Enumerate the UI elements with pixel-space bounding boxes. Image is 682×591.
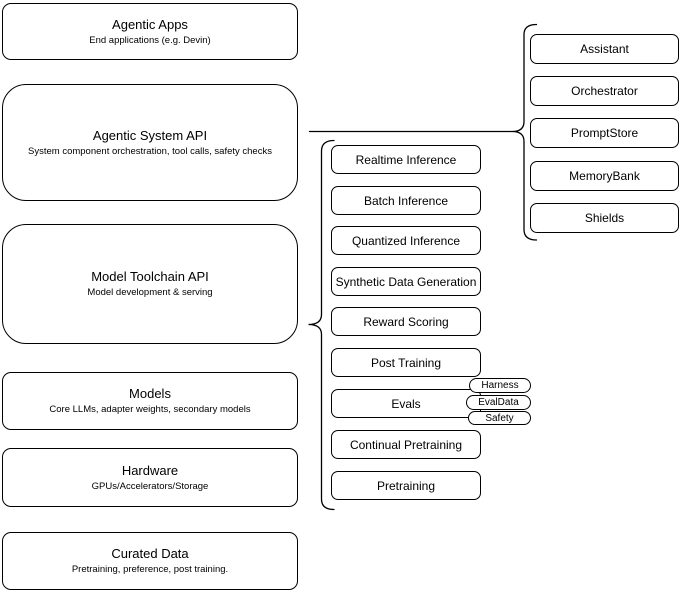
node-reward-scoring: Reward Scoring xyxy=(331,307,481,336)
node-hardware: Hardware GPUs/Accelerators/Storage xyxy=(2,448,298,507)
node-title: Agentic System API xyxy=(92,127,208,143)
node-label: Post Training xyxy=(370,355,442,370)
tag-label: EvalData xyxy=(478,397,519,408)
node-label: Orchestrator xyxy=(571,84,638,98)
node-label: Evals xyxy=(391,396,421,411)
node-label: Reward Scoring xyxy=(363,314,449,329)
node-subtitle: Model development & serving xyxy=(87,287,213,298)
node-title: Curated Data xyxy=(111,546,189,561)
node-realtime-inference: Realtime Inference xyxy=(331,145,481,174)
node-models: Models Core LLMs, adapter weights, secon… xyxy=(2,372,298,430)
node-batch-inference: Batch Inference xyxy=(331,186,481,215)
node-label: Assistant xyxy=(580,42,629,56)
node-shields: Shields xyxy=(530,203,679,233)
node-synthetic-data-generation: Synthetic Data Generation xyxy=(331,267,481,296)
tag-harness: Harness xyxy=(469,378,531,393)
node-title: Models xyxy=(129,386,171,401)
node-label: Quantized Inference xyxy=(351,233,461,248)
node-label: PromptStore xyxy=(570,126,639,140)
node-subtitle: Core LLMs, adapter weights, secondary mo… xyxy=(49,404,251,415)
node-subtitle: End applications (e.g. Devin) xyxy=(89,34,211,46)
node-agentic-system-api: Agentic System API System component orch… xyxy=(2,84,298,201)
tag-label: Harness xyxy=(481,380,519,391)
node-orchestrator: Orchestrator xyxy=(530,76,679,106)
node-quantized-inference: Quantized Inference xyxy=(331,226,481,255)
node-continual-pretraining: Continual Pretraining xyxy=(331,430,481,459)
node-curated-data: Curated Data Pretraining, preference, po… xyxy=(2,532,298,590)
node-label: Synthetic Data Generation xyxy=(335,274,477,289)
node-label: Batch Inference xyxy=(363,193,449,208)
node-label: Shields xyxy=(584,211,625,225)
node-label: Continual Pretraining xyxy=(349,437,463,452)
node-title: Agentic Apps xyxy=(112,16,188,32)
node-memorybank: MemoryBank xyxy=(530,161,679,191)
node-agentic-apps: Agentic Apps End applications (e.g. Devi… xyxy=(2,3,298,60)
node-promptstore: PromptStore xyxy=(530,118,679,148)
tag-evaldata: EvalData xyxy=(466,395,531,410)
node-subtitle: System component orchestration, tool cal… xyxy=(28,145,272,157)
node-model-toolchain-api: Model Toolchain API Model development & … xyxy=(2,224,298,344)
node-evals: Evals xyxy=(331,389,481,418)
node-subtitle: Pretraining, preference, post training. xyxy=(71,564,229,575)
node-title: Model Toolchain API xyxy=(91,269,209,284)
node-assistant: Assistant xyxy=(530,34,679,64)
node-label: MemoryBank xyxy=(569,169,640,183)
tag-safety: Safety xyxy=(468,411,531,425)
node-title: Hardware xyxy=(121,462,179,478)
node-label: Pretraining xyxy=(376,478,436,493)
tag-label: Safety xyxy=(485,412,514,424)
node-post-training: Post Training xyxy=(331,348,481,377)
node-subtitle: GPUs/Accelerators/Storage xyxy=(91,480,209,492)
node-pretraining: Pretraining xyxy=(331,471,481,500)
node-label: Realtime Inference xyxy=(355,152,457,167)
